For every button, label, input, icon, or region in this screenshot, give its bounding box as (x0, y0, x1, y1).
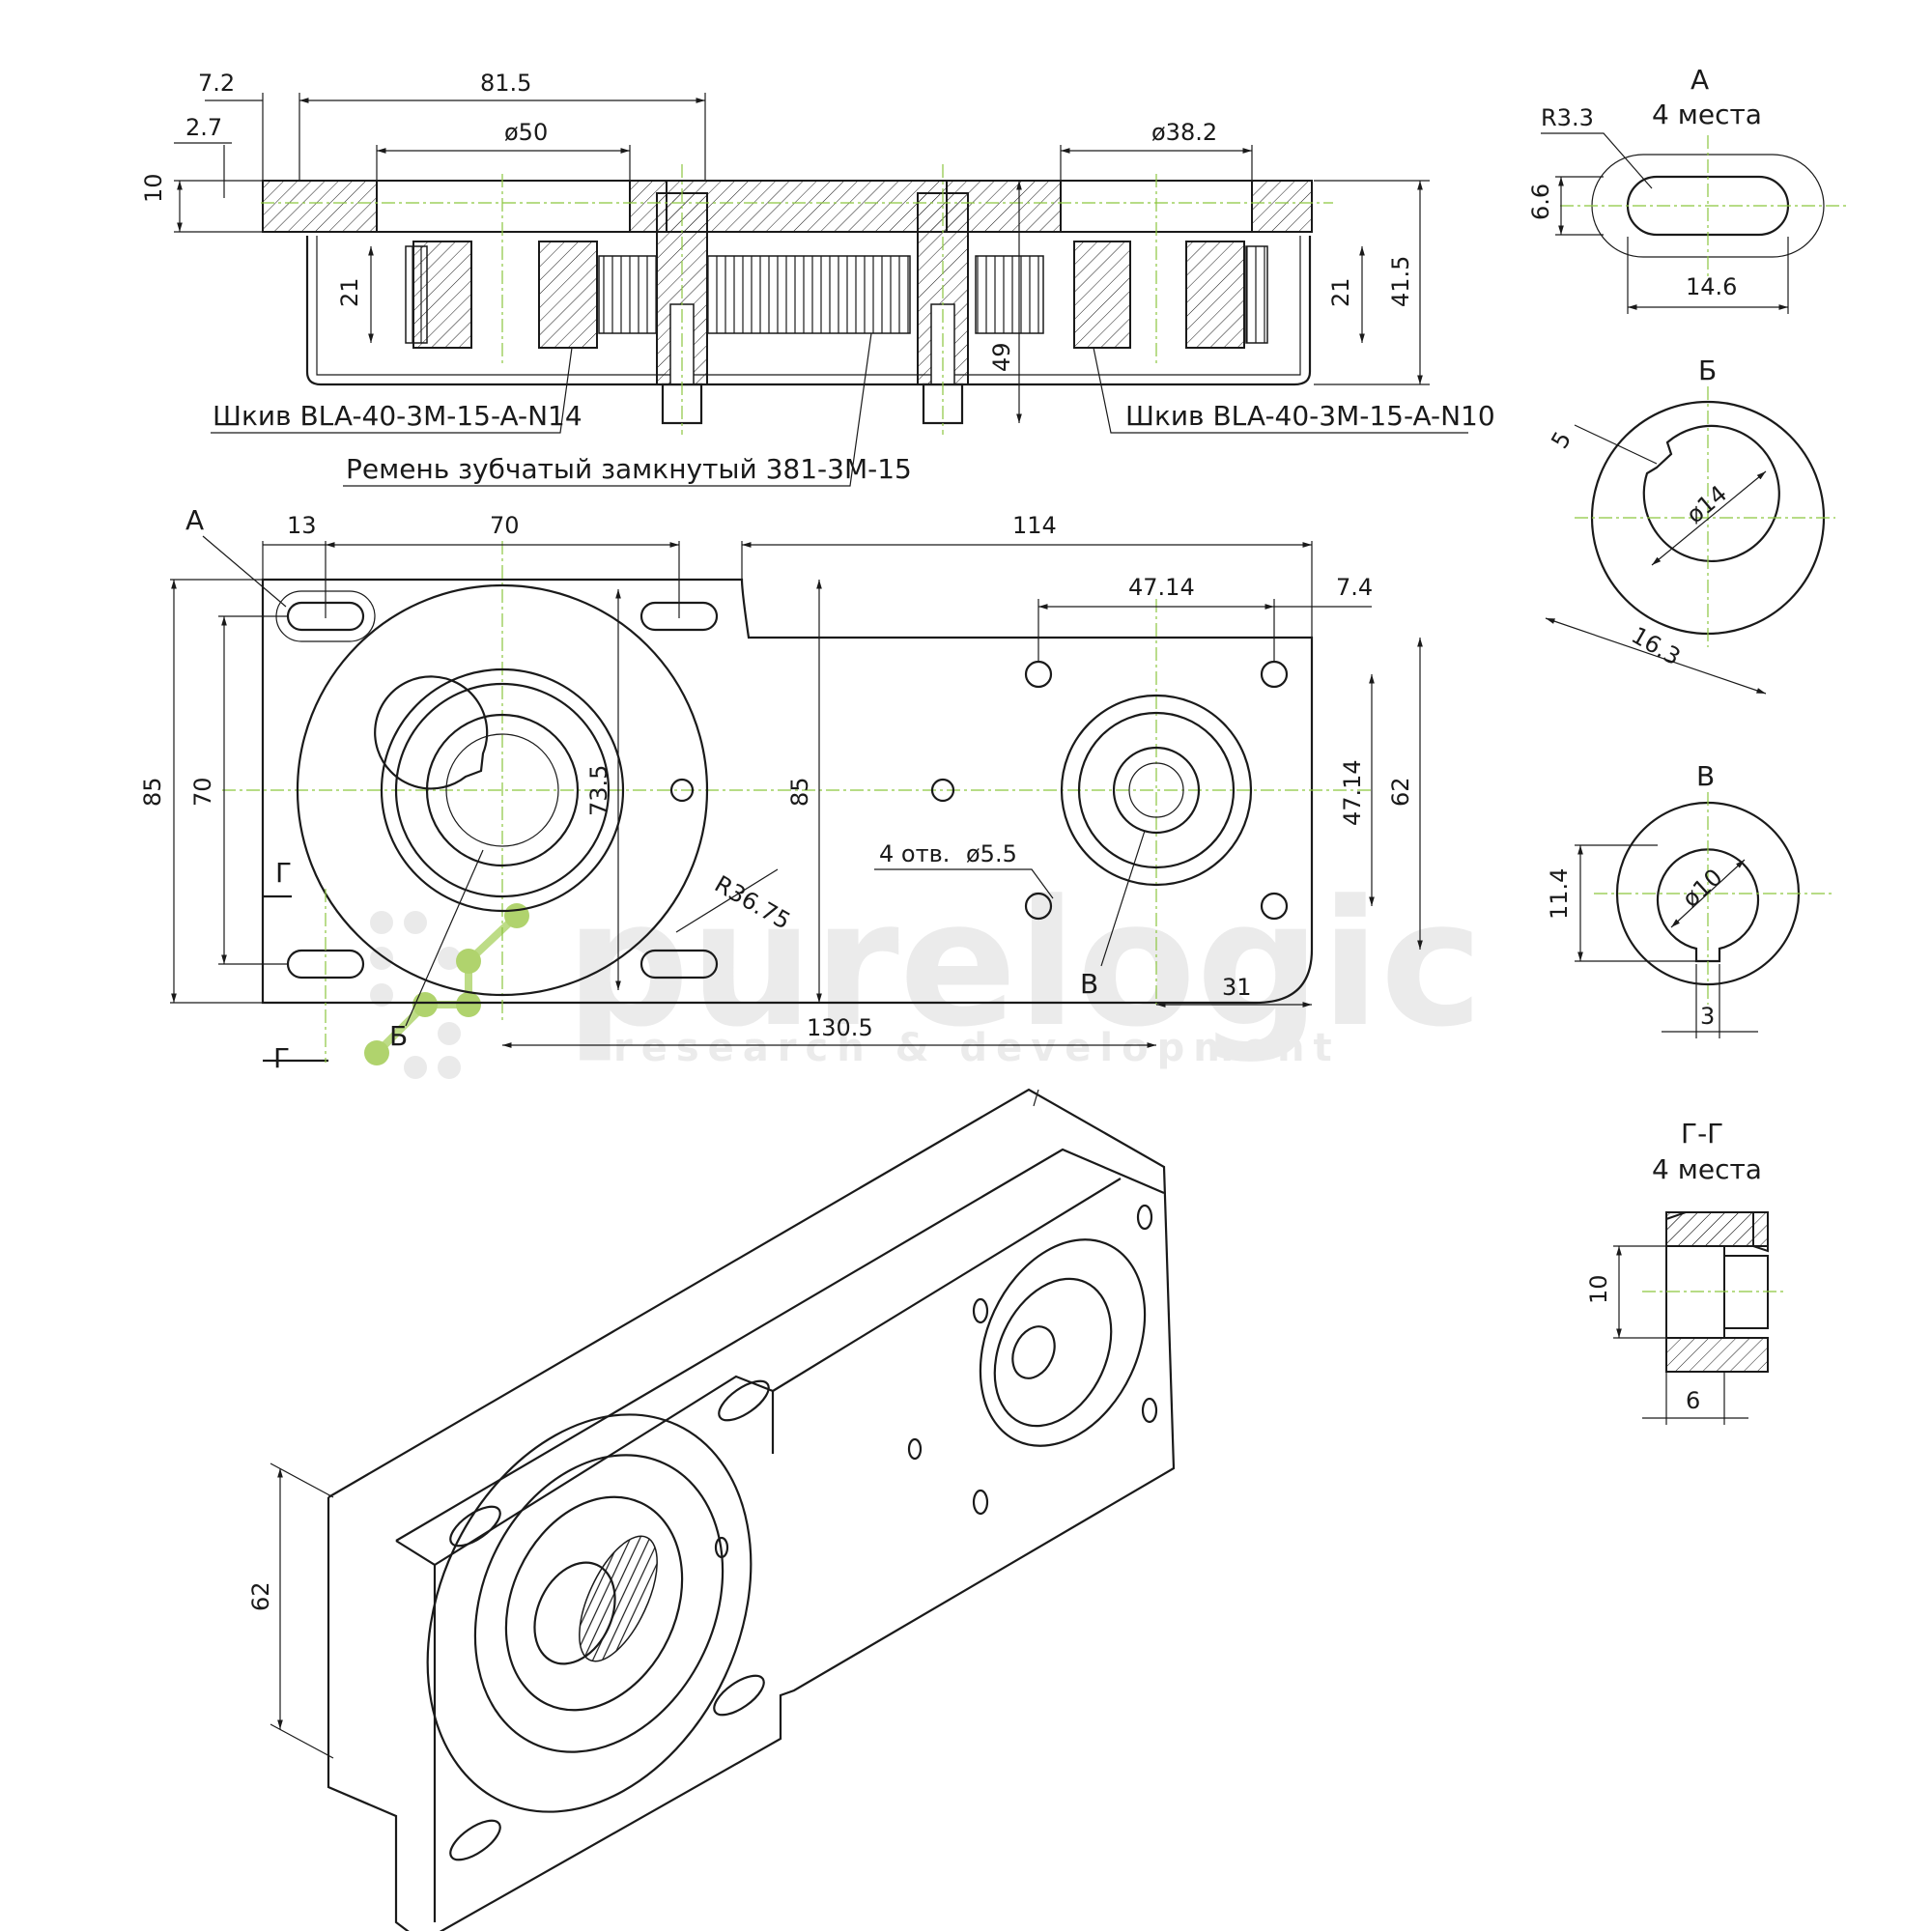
section-marker-g-bottom: Г (273, 1042, 290, 1074)
detail-b-key: 5 (1546, 427, 1577, 453)
dim-73-5: 73.5 (585, 765, 612, 816)
dim-70-left: 70 (189, 777, 216, 807)
dim-31: 31 (1222, 974, 1252, 1001)
plate-mid-section (666, 180, 948, 233)
dim-70-top: 70 (490, 512, 520, 539)
dim-21-left: 21 (336, 277, 363, 307)
detail-b-dia: ø14 (1682, 480, 1733, 529)
callout-pulley-n14: Шкив BLA-40-3M-15-A-N14 (213, 400, 582, 432)
holes-diameter: ø5.5 (966, 840, 1017, 867)
watermark-logo: purelogic research & development (364, 864, 1483, 1079)
detail-g-height: 10 (1585, 1274, 1612, 1304)
detail-v-height: 11.4 (1546, 868, 1573, 920)
dim-7-2: 7.2 (198, 70, 235, 97)
plan-view: 13 70 114 47.14 7.4 85 70 85 73.5 47.14 … (139, 504, 1423, 1074)
detail-v-title: В (1696, 760, 1715, 792)
view-marker-v: В (1080, 968, 1098, 1000)
dim-114: 114 (1012, 512, 1057, 539)
dim-130-5: 130.5 (807, 1014, 873, 1041)
plate-outline (261, 578, 1314, 1005)
dim-49: 49 (988, 342, 1015, 372)
detail-a-radius: R3.3 (1541, 104, 1594, 131)
view-marker-a: А (185, 504, 204, 536)
detail-v-key: 3 (1700, 1003, 1715, 1030)
section-view: 7.2 81.5 ø50 ø38.2 2.7 10 21 21 41.5 49 … (140, 70, 1495, 487)
dim-47-14-right: 47.14 (1339, 759, 1366, 826)
watermark-tagline: research & development (613, 1026, 1341, 1070)
dim-2-7: 2.7 (185, 114, 222, 141)
callout-pulley-n10: Шкив BLA-40-3M-15-A-N10 (1125, 400, 1495, 432)
dim-10-left: 10 (140, 173, 167, 203)
detail-v: В ø10 11.4 3 (1546, 760, 1835, 1038)
iso-dim-62: 62 (247, 1581, 274, 1611)
detail-v-dia: ø10 (1677, 864, 1727, 913)
detail-g: Г-Г 4 места 10 6 (1585, 1118, 1787, 1425)
slot-br (639, 949, 719, 980)
dim-81-5: 81.5 (480, 70, 531, 97)
dim-47-14-top: 47.14 (1128, 574, 1195, 601)
holes-count: 4 отв. (879, 840, 950, 867)
dim-41-5: 41.5 (1387, 256, 1414, 307)
detail-a-width: 14.6 (1686, 273, 1737, 300)
detail-g-title: Г-Г (1681, 1118, 1723, 1150)
detail-b: Б ø14 16.3 5 (1545, 355, 1835, 695)
dim-21-right: 21 (1327, 277, 1354, 307)
detail-g-width: 6 (1686, 1387, 1700, 1414)
view-marker-b: Б (389, 1020, 408, 1052)
isometric-view: 62 (247, 1088, 1176, 1931)
dim-62: 62 (1387, 777, 1414, 807)
dim-7-4: 7.4 (1336, 574, 1373, 601)
dim-d38-2: ø38.2 (1151, 119, 1217, 146)
detail-a-height: 6.6 (1527, 184, 1554, 220)
detail-b-title: Б (1698, 355, 1717, 386)
belt-section (706, 255, 911, 334)
dim-d50: ø50 (504, 119, 548, 146)
detail-a-subtitle: 4 места (1652, 99, 1762, 130)
dim-13: 13 (287, 512, 317, 539)
detail-a: А 4 места R3.3 6.6 14.6 (1527, 64, 1850, 314)
section-marker-g-top: Г (275, 857, 292, 889)
dim-85-left: 85 (139, 777, 166, 807)
detail-g-subtitle: 4 места (1652, 1153, 1762, 1185)
callout-belt: Ремень зубчатый замкнутый 381-3M-15 (346, 453, 912, 485)
watermark-brand: purelogic (565, 864, 1483, 1065)
detail-a-title: А (1690, 64, 1709, 96)
housing-outline (305, 236, 1312, 386)
dim-85-mid: 85 (786, 777, 813, 807)
logo-dots-icon (364, 903, 529, 1079)
